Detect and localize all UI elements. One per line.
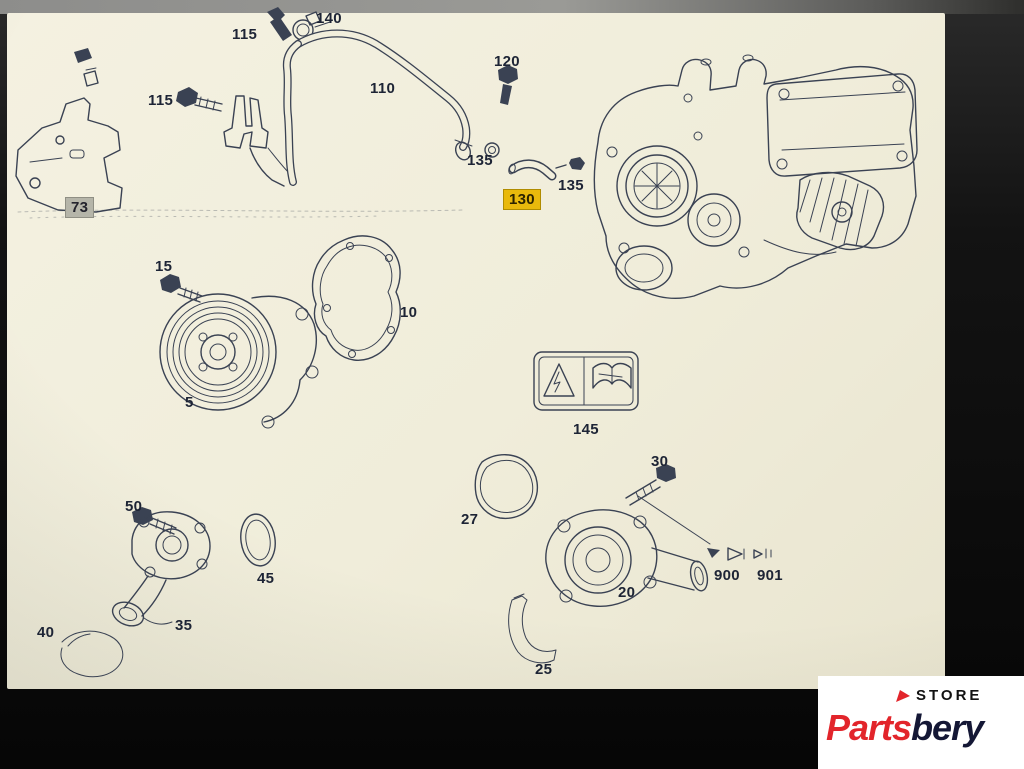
part-label-20: 20 [618, 584, 636, 601]
screen-top-bezel [0, 0, 1024, 14]
part-label-27: 27 [461, 511, 479, 528]
logo-brand-name: Partsbery [826, 707, 984, 749]
part-label-115-top: 115 [232, 26, 258, 43]
part-label-130-selected: 130 [504, 190, 540, 209]
logo-store-label: STORE [916, 687, 983, 704]
part-label-901: 901 [757, 567, 783, 584]
logo-arrow-icon [896, 690, 912, 702]
diagram-page [7, 13, 945, 689]
logo-brand-dark: bery [911, 707, 984, 748]
part-label-35: 35 [175, 617, 193, 634]
part-label-900: 900 [714, 567, 740, 584]
part-label-45: 45 [257, 570, 275, 587]
part-label-30: 30 [651, 453, 669, 470]
logo-brand-red: Parts [826, 707, 912, 748]
part-label-40: 40 [37, 624, 55, 641]
part-label-145: 145 [573, 421, 599, 438]
part-label-15: 15 [155, 258, 173, 275]
part-label-135-right: 135 [558, 177, 584, 194]
partsbery-logo: STORE Partsbery [818, 676, 1024, 769]
part-label-140: 140 [316, 10, 342, 27]
part-label-110: 110 [370, 80, 396, 97]
part-label-73: 73 [66, 198, 94, 217]
part-label-135-left: 135 [467, 152, 493, 169]
part-label-115-left: 115 [148, 92, 174, 109]
part-label-50: 50 [125, 498, 143, 515]
part-label-120: 120 [494, 53, 520, 70]
part-label-5: 5 [185, 394, 194, 411]
part-label-25: 25 [535, 661, 553, 678]
part-label-10: 10 [400, 304, 418, 321]
